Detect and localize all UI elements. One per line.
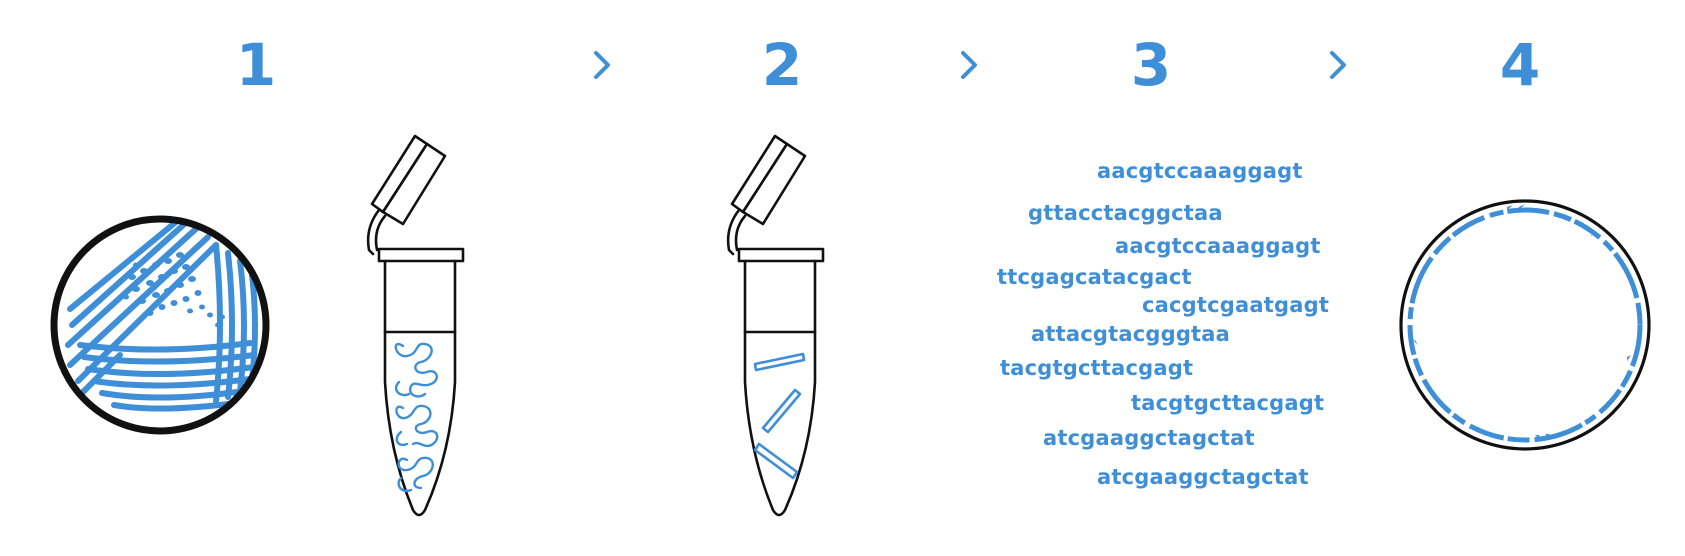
sequence-read: cacgtcgaatgagt (1142, 293, 1330, 317)
chevron-right-icon (1330, 51, 1346, 79)
chevron-right-icon (961, 51, 977, 79)
step-number-3: 3 (1130, 31, 1172, 99)
sequence-read: aacgtccaaaggagt (1097, 159, 1303, 183)
petri-dish-rim (50, 215, 270, 435)
petri-dish-icon (50, 215, 270, 435)
sequence-read: tacgtgcttacgagt (1131, 391, 1325, 415)
sequence-read: gttacctacggctaa (1028, 201, 1223, 225)
sequence-read: aacgtccaaaggagt (1115, 234, 1321, 258)
sequence-read: attacgtacgggtaa (1031, 322, 1231, 346)
sequence-read: tacgtgcttacgagt (1000, 356, 1194, 380)
step-number-1: 1 (235, 31, 277, 99)
tube-with-dna-icon (366, 134, 465, 517)
tube-with-fragments-icon (726, 134, 825, 517)
step-number-2: 2 (761, 31, 803, 99)
chevron-right-icon (594, 51, 610, 79)
sequence-read: ttcgagcatacgact (997, 265, 1192, 289)
circular-genome-icon (1399, 199, 1651, 451)
sequence-read: atcgaaggctagctat (1043, 426, 1255, 450)
step-number-4: 4 (1499, 31, 1541, 99)
sequence-read: atcgaaggctagctat (1097, 465, 1309, 489)
